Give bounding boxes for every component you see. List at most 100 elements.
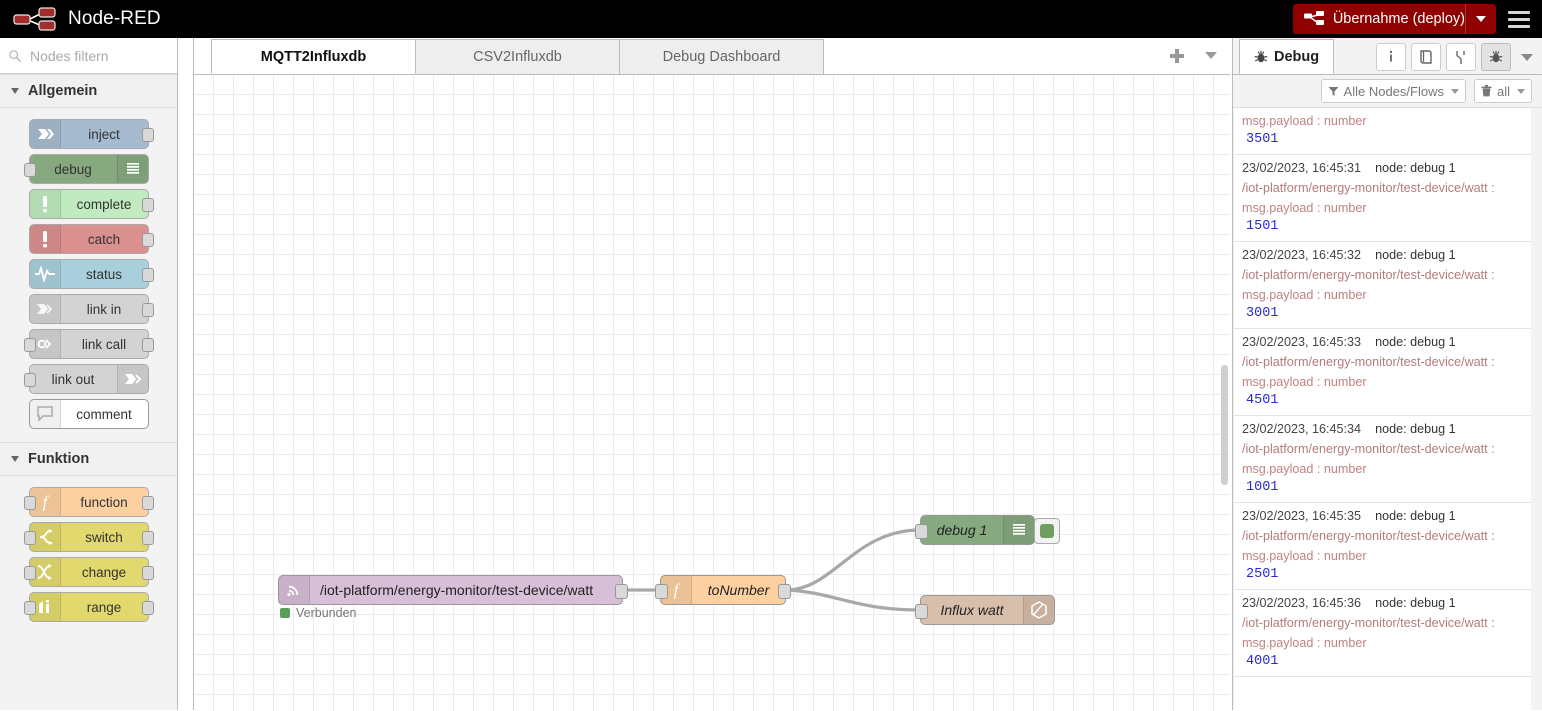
brand-logo[interactable]: Node-RED <box>12 7 161 31</box>
palette-node-inject[interactable]: inject <box>29 119 149 149</box>
palette-node-range[interactable]: range <box>29 592 149 622</box>
flow-canvas[interactable]: /iot-platform/energy-monitor/test-device… <box>194 75 1230 711</box>
palette-node-label: range <box>61 600 148 615</box>
node-output-port[interactable] <box>142 233 154 247</box>
debug-filter-button[interactable]: Alle Nodes/Flows <box>1321 79 1466 103</box>
flow-tab-Debug-Dashboard[interactable]: Debug Dashboard <box>619 39 824 74</box>
deploy-button[interactable]: Übernahme (deploy) <box>1293 4 1496 34</box>
chevron-down-icon <box>1205 52 1217 59</box>
palette-node-link-in[interactable]: link in <box>29 294 149 324</box>
tab-debug[interactable]: Debug <box>1239 39 1334 74</box>
deploy-dropdown-button[interactable] <box>1465 4 1496 34</box>
node-output-port[interactable] <box>615 584 628 599</box>
bug-icon[interactable] <box>1481 43 1511 71</box>
node-output-port[interactable] <box>142 531 154 545</box>
debug-message-meta: 23/02/2023, 16:45:31node: debug 1 <box>1242 161 1523 175</box>
main-menu-button[interactable] <box>1496 0 1542 38</box>
flow-node-mqtt-in[interactable]: /iot-platform/energy-monitor/test-device… <box>278 575 623 605</box>
palette-node-function[interactable]: ffunction <box>29 487 149 517</box>
palette-node-label: complete <box>61 197 148 212</box>
debug-message-source: node: debug 1 <box>1375 422 1456 436</box>
flow-node-influx[interactable]: Influx watt <box>920 595 1055 625</box>
node-output-port[interactable] <box>778 584 791 599</box>
palette-category-body: inject debug complete catch status link in lin… <box>0 108 177 442</box>
search-icon <box>8 49 22 63</box>
chevron-down-icon <box>1451 89 1459 94</box>
node-input-port[interactable] <box>24 373 36 387</box>
palette-node-complete[interactable]: complete <box>29 189 149 219</box>
palette-node-catch[interactable]: catch <box>29 224 149 254</box>
node-input-port[interactable] <box>24 338 36 352</box>
search-input[interactable] <box>28 47 169 65</box>
palette-category-body: ffunction switch change range <box>0 476 177 635</box>
debug-message[interactable]: 23/02/2023, 16:45:32node: debug 1/iot-pl… <box>1234 242 1531 329</box>
flow-node-function[interactable]: f toNumber <box>660 575 786 605</box>
debug-message-source: node: debug 1 <box>1375 335 1456 349</box>
node-input-port[interactable] <box>24 531 36 545</box>
palette-node-comment[interactable]: comment <box>29 399 149 429</box>
debug-message-value: 3501 <box>1242 132 1523 147</box>
sidebar-menu-button[interactable] <box>1516 44 1538 70</box>
debug-message[interactable]: 23/02/2023, 16:45:31node: debug 1/iot-pl… <box>1234 155 1531 242</box>
mqtt-signal-icon <box>279 576 310 604</box>
node-input-port[interactable] <box>24 566 36 580</box>
config-nodes-icon[interactable] <box>1446 43 1476 71</box>
node-input-port[interactable] <box>24 496 36 510</box>
node-output-port[interactable] <box>142 198 154 212</box>
palette-search-row[interactable] <box>0 38 177 74</box>
flow-tab-MQTT2Influxdb[interactable]: MQTT2Influxdb <box>211 39 416 74</box>
node-input-port[interactable] <box>24 163 36 177</box>
node-input-port[interactable] <box>655 584 668 599</box>
debug-message-list[interactable]: msg.payload : number350123/02/2023, 16:4… <box>1234 107 1531 710</box>
hamburger-menu-icon <box>1508 18 1530 21</box>
node-red-logo-icon <box>12 7 58 31</box>
debug-message-property: msg.payload : number <box>1242 201 1523 215</box>
node-input-port[interactable] <box>24 601 36 615</box>
node-output-port[interactable] <box>142 566 154 580</box>
canvas-vertical-scrollbar[interactable] <box>1221 365 1228 485</box>
debug-clear-button[interactable]: all <box>1474 79 1532 103</box>
info-icon[interactable] <box>1376 43 1406 71</box>
help-book-icon[interactable] <box>1411 43 1441 71</box>
debug-message-value: 1001 <box>1242 480 1523 495</box>
palette-category-header[interactable]: Funktion <box>0 442 177 476</box>
debug-message[interactable]: 23/02/2023, 16:45:34node: debug 1/iot-pl… <box>1234 416 1531 503</box>
palette-node-change[interactable]: change <box>29 557 149 587</box>
flow-node-debug[interactable]: debug 1 <box>920 515 1035 545</box>
node-input-port[interactable] <box>915 604 928 619</box>
palette-category-header[interactable]: Allgemein <box>0 74 177 108</box>
debug-message-meta: 23/02/2023, 16:45:34node: debug 1 <box>1242 422 1523 436</box>
chevron-down-icon <box>8 452 22 466</box>
node-output-port[interactable] <box>142 338 154 352</box>
node-output-port[interactable] <box>142 601 154 615</box>
palette-node-debug[interactable]: debug <box>29 154 149 184</box>
palette-node-switch[interactable]: switch <box>29 522 149 552</box>
debug-message[interactable]: msg.payload : number3501 <box>1234 108 1531 155</box>
deploy-icon <box>1303 11 1325 27</box>
palette-node-link-call[interactable]: link call <box>29 329 149 359</box>
node-output-port[interactable] <box>142 268 154 282</box>
flow-node-label: toNumber <box>692 582 785 598</box>
palette-collapse-bar[interactable] <box>178 38 194 710</box>
node-output-port[interactable] <box>142 496 154 510</box>
debug-message-source: node: debug 1 <box>1375 161 1456 175</box>
palette-node-link-out[interactable]: link out <box>29 364 149 394</box>
debug-message[interactable]: 23/02/2023, 16:45:35node: debug 1/iot-pl… <box>1234 503 1531 590</box>
palette-category-label: Allgemein <box>28 83 97 99</box>
debug-message[interactable]: 23/02/2023, 16:45:33node: debug 1/iot-pl… <box>1234 329 1531 416</box>
node-output-port[interactable] <box>142 303 154 317</box>
flow-tab-CSV2Influxdb[interactable]: CSV2Influxdb <box>415 39 620 74</box>
node-input-port[interactable] <box>915 524 928 539</box>
debug-message[interactable]: 23/02/2023, 16:45:36node: debug 1/iot-pl… <box>1234 590 1531 677</box>
sidebar-tab-label: Debug <box>1274 49 1319 65</box>
flow-tabbar: MQTT2InfluxdbCSV2InfluxdbDebug Dashboard <box>194 38 1230 75</box>
palette-node-status[interactable]: status <box>29 259 149 289</box>
flow-list-button[interactable] <box>1196 41 1226 71</box>
debug-node-toggle-button[interactable] <box>1034 518 1060 544</box>
add-flow-button[interactable] <box>1162 41 1192 71</box>
chevron-down-icon <box>8 84 22 98</box>
debug-toolbar: Alle Nodes/Flows all <box>1233 75 1542 108</box>
alert-icon <box>30 225 61 253</box>
debug-message-topic: /iot-platform/energy-monitor/test-device… <box>1242 355 1523 369</box>
node-output-port[interactable] <box>142 128 154 142</box>
